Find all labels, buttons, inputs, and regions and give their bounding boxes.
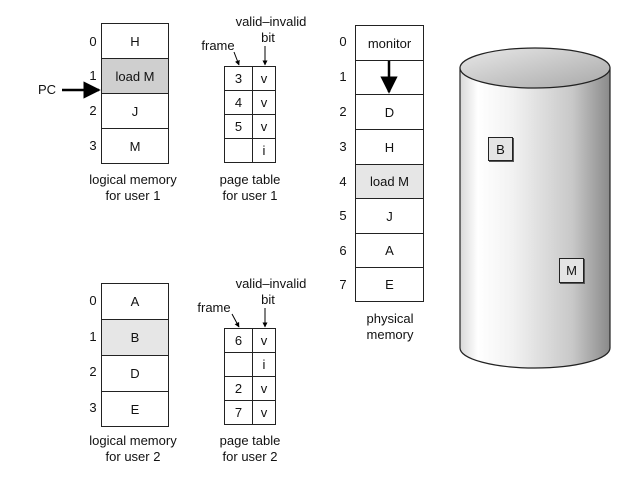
page-table-bit-cell: i [252,352,276,377]
page-table-frame-cell: 7 [224,400,253,425]
disk-page-box: B [488,137,513,161]
physical-frame-cell: A [355,233,424,268]
valid-invalid-label: valid–invalid [235,276,307,291]
valid-invalid-label: bit [261,30,275,45]
page-table-caption-line: page table [219,433,281,448]
page-index: 3 [89,138,97,153]
page-table-caption-line: for user 1 [222,188,278,203]
pc-label: PC [38,82,57,97]
physical-frame-cell: J [355,198,424,234]
physical-memory-caption-line: physical [366,311,414,326]
frame-index: 5 [339,208,347,223]
physical-frame-cell: load M [355,164,424,199]
physical-frame-cell: D [355,94,424,130]
frame-index: 1 [339,69,347,84]
page-table-bit-cell: i [252,138,276,163]
page-index: 2 [89,364,97,379]
page-index: 0 [89,34,97,49]
page-index: 3 [89,400,97,415]
frame-label: frame [201,38,235,53]
valid-invalid-label: valid–invalid [235,14,307,29]
disk-cylinder-icon [459,47,611,369]
memory-page-cell: B [101,319,169,356]
page-table-bit-cell: v [252,400,276,425]
page-table-caption-line: for user 2 [222,449,278,464]
page-index: 1 [89,329,97,344]
frame-index: 7 [339,277,347,292]
frame-index: 2 [339,104,347,119]
frame-label-pointer [233,51,240,66]
page-index: 1 [89,68,97,83]
frame-index: 6 [339,243,347,258]
frame-index: 0 [339,34,347,49]
page-index: 0 [89,293,97,308]
page-table-frame-cell [224,138,253,163]
physical-frame-cell: monitor [355,25,424,61]
frame-index: 3 [339,139,347,154]
memory-page-cell: J [101,93,169,129]
page-table-bit-cell: v [252,90,276,115]
memory-page-cell: E [101,391,169,427]
page-table-frame-cell: 6 [224,328,253,353]
physical-frame-cell: H [355,129,424,165]
page-index: 2 [89,103,97,118]
memory-caption-line: for user 1 [105,188,161,203]
frame-index: 4 [339,174,347,189]
memory-caption-line: logical memory [89,433,177,448]
frame-label: frame [197,300,231,315]
frame-label-pointer [231,313,240,328]
page-table-caption-line: page table [219,172,281,187]
disk-page-box: M [559,258,584,283]
memory-caption-line: for user 2 [105,449,161,464]
physical-frame-cell: E [355,267,424,302]
memory-page-cell: M [101,128,169,164]
page-table-frame-cell [224,352,253,377]
page-table-bit-cell: v [252,66,276,91]
memory-page-cell: D [101,355,169,392]
page-table-bit-cell: v [252,114,276,139]
memory-caption-line: logical memory [89,172,177,187]
valid-invalid-label: bit [261,292,275,307]
physical-memory-caption-line: memory [366,327,414,342]
page-table-frame-cell: 2 [224,376,253,401]
